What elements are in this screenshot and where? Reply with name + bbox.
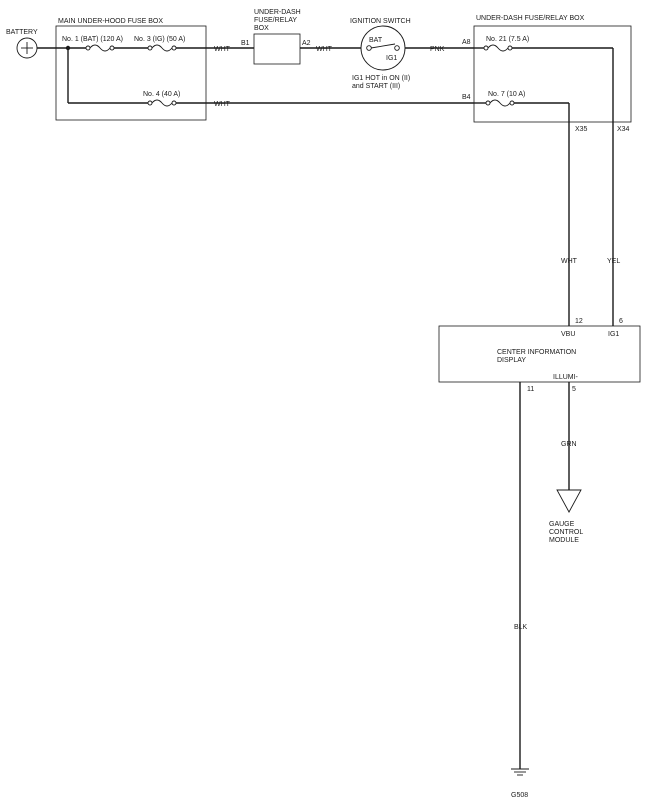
display-pin-6: 6 bbox=[619, 318, 623, 325]
fuse-3-label: No. 3 (IG) (50 A) bbox=[134, 36, 185, 43]
ignition-bat-label: BAT bbox=[369, 37, 383, 44]
ignition-switch-body bbox=[360, 25, 406, 71]
wire-label-pnk: PNK bbox=[430, 46, 445, 53]
underdash-relay-box bbox=[253, 33, 301, 65]
wire-label-grn: GRN bbox=[561, 441, 577, 448]
wire-label-wht-2: WHT bbox=[316, 46, 333, 53]
battery-label: BATTERY bbox=[6, 29, 38, 36]
ground-label: G508 bbox=[511, 792, 528, 799]
relay-pin-a2: A2 bbox=[302, 40, 311, 47]
fuse-4-label: No. 4 (40 A) bbox=[143, 91, 180, 98]
ignition-contact bbox=[370, 43, 396, 49]
under-hood-box-title: MAIN UNDER-HOOD FUSE BOX bbox=[58, 18, 163, 25]
wire-label-wht-1: WHT bbox=[214, 46, 231, 53]
wire-label-blk: BLK bbox=[514, 624, 528, 631]
ground-symbol bbox=[511, 768, 529, 776]
pin-b4: B4 bbox=[462, 94, 471, 101]
display-vbu-label: VBU bbox=[561, 331, 575, 338]
pin-x34: X34 bbox=[617, 126, 630, 133]
gauge-module-label-3: MODULE bbox=[549, 537, 579, 544]
ignition-bat-terminal bbox=[366, 45, 372, 51]
ignition-note-2: and START (III) bbox=[352, 83, 400, 90]
display-ig1-label: IG1 bbox=[608, 331, 619, 338]
ignition-note-1: IG1 HOT in ON (II) bbox=[352, 75, 410, 82]
wire-label-wht-3: WHT bbox=[214, 101, 231, 108]
gauge-module-label-2: CONTROL bbox=[549, 529, 583, 536]
display-illumi-label: ILLUMI- bbox=[553, 374, 579, 381]
wire-label-wht-vbu: WHT bbox=[561, 258, 578, 265]
gauge-module-label-1: GAUGE bbox=[549, 521, 575, 528]
ignition-ig1-label: IG1 bbox=[386, 55, 397, 62]
fuse-1-label: No. 1 (BAT) (120 A) bbox=[62, 36, 123, 43]
fuse-3-symbol bbox=[147, 44, 177, 52]
relay-box-title-1: UNDER-DASH bbox=[254, 9, 301, 16]
relay-box-title-3: BOX bbox=[254, 25, 269, 32]
pin-a8: A8 bbox=[462, 39, 471, 46]
fuse-4-symbol bbox=[147, 99, 177, 107]
underdash-box-title: UNDER-DASH FUSE/RELAY BOX bbox=[476, 15, 585, 22]
battery-symbol bbox=[16, 37, 38, 59]
display-pin-11: 11 bbox=[527, 386, 534, 393]
fuse-21-label: No. 21 (7.5 A) bbox=[486, 36, 529, 43]
display-pin-5: 5 bbox=[572, 386, 576, 393]
display-title-1: CENTER INFORMATION bbox=[497, 349, 576, 356]
ignition-ig1-terminal bbox=[394, 45, 400, 51]
relay-pin-b1: B1 bbox=[241, 40, 250, 47]
under-hood-fuse-box bbox=[55, 25, 207, 121]
fuse-7-label: No. 7 (10 A) bbox=[488, 91, 525, 98]
fuse-1-symbol bbox=[85, 44, 115, 52]
fuse-21-symbol bbox=[483, 44, 513, 52]
gauge-module-arrow bbox=[556, 489, 582, 513]
fuse-7-symbol bbox=[485, 99, 515, 107]
relay-box-title-2: FUSE/RELAY bbox=[254, 17, 297, 24]
pin-x35: X35 bbox=[575, 126, 588, 133]
display-pin-12: 12 bbox=[575, 318, 583, 325]
display-title-2: DISPLAY bbox=[497, 357, 526, 364]
wire-label-yel: YEL bbox=[607, 258, 620, 265]
underdash-fuse-box bbox=[473, 25, 632, 123]
center-information-display bbox=[438, 325, 641, 383]
ignition-switch-title: IGNITION SWITCH bbox=[350, 18, 411, 25]
